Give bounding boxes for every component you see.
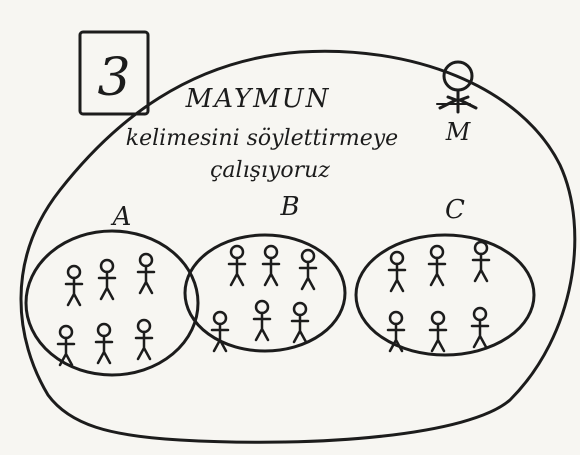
group-label-b: B	[279, 192, 299, 222]
stick-figure	[252, 299, 272, 342]
stick-figure	[64, 264, 84, 307]
stick-figure	[290, 301, 310, 344]
stick-figure	[427, 244, 447, 287]
teacher-figure: M	[436, 60, 478, 146]
stick-figure	[428, 310, 448, 353]
stick-figure	[136, 252, 156, 295]
stick-figures	[56, 240, 491, 367]
group-label-a: A	[111, 202, 132, 232]
stick-figure	[56, 324, 76, 367]
teacher-initial: M	[445, 118, 472, 146]
group-oval-c	[354, 233, 536, 357]
stick-figure	[210, 310, 230, 353]
group-label-c: C	[445, 195, 465, 225]
stick-figure	[134, 318, 154, 361]
group-oval-a	[24, 229, 200, 377]
caption-line-1: MAYMUN	[185, 84, 331, 114]
caption-line-2: kelimesini söylettirmeye	[126, 126, 398, 151]
stick-figure	[470, 306, 490, 349]
outer-oval	[19, 49, 577, 444]
group-oval-b	[183, 233, 347, 353]
stick-figure	[298, 248, 318, 291]
stick-figure	[94, 322, 114, 365]
caption-line-3: çalışıyoruz	[210, 158, 330, 183]
step-number-box	[78, 30, 150, 116]
stick-figure	[97, 258, 117, 301]
stick-figure	[261, 244, 281, 287]
step-number: 3	[97, 48, 130, 108]
stick-figure	[386, 310, 406, 353]
stick-figure	[227, 244, 247, 287]
stick-figure	[471, 240, 491, 283]
stick-figure	[387, 250, 407, 293]
